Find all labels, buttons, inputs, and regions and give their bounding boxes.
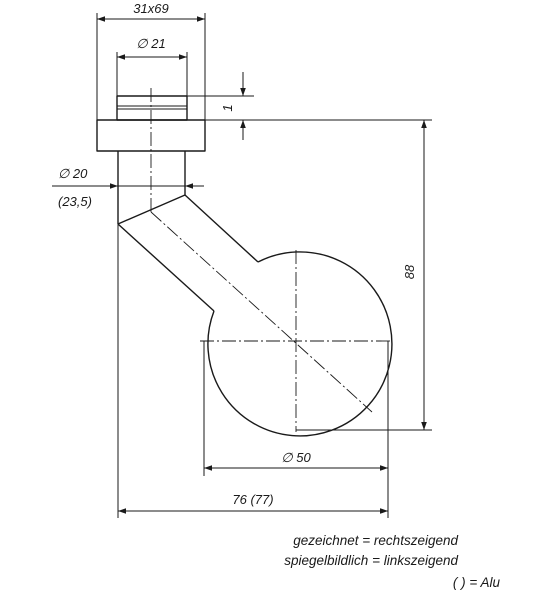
dim-tube-diameter: ∅ 20 (23,5) <box>52 166 204 209</box>
arm-centerline <box>150 211 373 413</box>
note-drawn: gezeichnet = rechtszeigend <box>293 533 458 548</box>
total-width-label: 76 (77) <box>232 492 273 507</box>
flange-size-label: 31x69 <box>133 1 168 16</box>
dim-flange-size: 31x69 <box>96 1 206 120</box>
part-outline <box>96 95 393 437</box>
center-lines <box>150 88 390 432</box>
dim-ball-diameter: ∅ 50 <box>203 341 389 476</box>
arm-joint-line <box>117 194 186 225</box>
ball-diameter-label: ∅ 50 <box>281 450 311 465</box>
total-height-label: 88 <box>402 264 417 279</box>
dim-total-width: 76 (77) <box>117 224 389 518</box>
flange-offset-label: 1 <box>220 104 235 111</box>
flange-neck <box>116 95 188 121</box>
note-legend: ( ) = Alu <box>453 575 501 590</box>
flange-diameter-label: ∅ 21 <box>136 36 165 51</box>
dim-flange-offset: 1 <box>187 72 254 140</box>
tube-diameter-label: ∅ 20 <box>58 166 88 181</box>
dim-total-height: 88 <box>205 119 432 431</box>
dim-flange-diameter: ∅ 21 <box>116 36 188 96</box>
angled-arm-upper <box>184 194 259 263</box>
note-mirrored: spiegelbildlich = linkszeigend <box>284 553 458 568</box>
notes: gezeichnet = rechtszeigend spiegelbildli… <box>284 533 500 590</box>
ball <box>207 251 393 437</box>
angled-arm <box>117 223 215 312</box>
tube-diameter-alu-label: (23,5) <box>58 194 92 209</box>
